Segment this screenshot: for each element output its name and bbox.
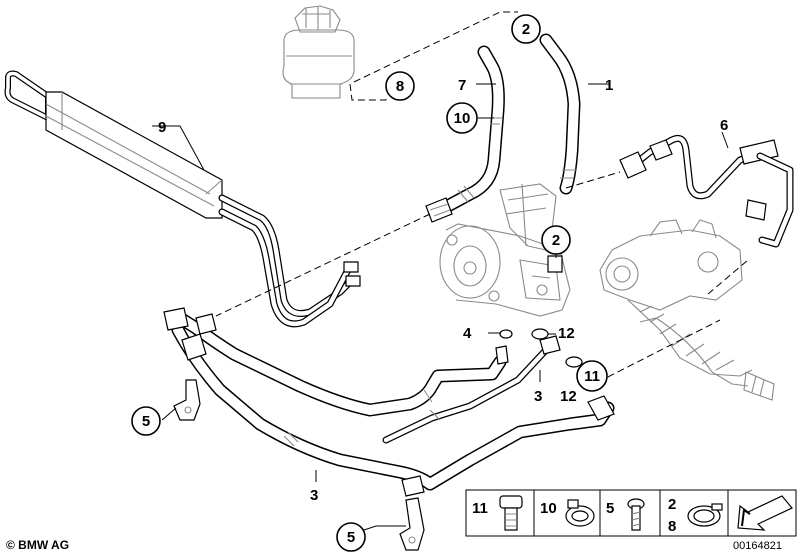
callout-1[interactable]: 1 [605,77,613,94]
copyright-label: © BMW AG [6,538,70,552]
dash-line-pump-cooler [215,213,431,317]
callout-12-lower[interactable]: 12 [560,388,577,405]
callout-10[interactable]: 10 [454,110,471,127]
oil-cooler[interactable] [4,70,361,328]
return-hose[interactable] [425,45,505,223]
bracket-lower[interactable] [399,497,425,551]
suction-hose[interactable] [539,33,581,195]
feed-line[interactable] [619,134,794,248]
callout-9[interactable]: 9 [158,119,166,136]
legend-label-2: 2 [668,496,676,513]
dash-line-rack-feed [707,259,749,295]
callout-6[interactable]: 6 [720,117,728,134]
callout-10-circle [446,102,478,134]
diagram-id-label: 00164821 [733,540,782,552]
dash-line-pump-feed [565,171,621,189]
callout-12-upper[interactable]: 12 [558,325,575,342]
legend-label-10: 10 [540,500,557,517]
banjo-bolt-icon[interactable] [499,495,523,531]
callout-8[interactable]: 8 [396,78,404,95]
seal-ring-12-upper[interactable] [531,328,549,340]
callout-3-upper[interactable]: 3 [534,388,542,405]
seal-ring-12-lower[interactable] [565,356,583,368]
reservoir-tank[interactable] [282,5,355,99]
leader-5-upper [161,407,177,421]
callout-2-pump-circle [541,225,571,255]
callout-5-upper-circle [131,406,161,436]
callout-8-circle [385,71,415,101]
bolt-icon[interactable] [627,498,645,531]
callout-5-upper[interactable]: 5 [142,413,150,430]
legend-label-11: 11 [472,500,488,517]
hose-clamp-icon[interactable] [565,499,595,527]
steering-pump[interactable] [439,183,571,317]
callout-2-pump[interactable]: 2 [552,232,560,249]
dash-line-8 [349,83,387,101]
callout-4[interactable]: 4 [463,325,472,342]
callout-5-lower-circle [336,522,366,552]
callout-2-top[interactable]: 2 [522,21,530,38]
pressure-hose-assembly[interactable] [163,307,615,497]
legend-label-8: 8 [668,518,676,535]
leader-9 [152,125,205,171]
callout-11[interactable]: 11 [584,368,600,385]
direction-arrow-icon [737,495,793,531]
callout-3-lower[interactable]: 3 [310,487,318,504]
callout-11-circle [576,360,608,392]
spring-clamp-icon[interactable] [687,503,723,527]
legend-label-5: 5 [606,500,614,517]
leader-6 [721,131,729,149]
callout-5-lower[interactable]: 5 [347,529,355,546]
callout-7[interactable]: 7 [458,77,466,94]
steering-rack[interactable] [599,219,775,401]
bracket-upper[interactable] [173,379,201,421]
washer-4[interactable] [499,329,513,339]
dash-line-11-rack [597,319,721,383]
parts-legend: 11 10 5 2 8 [465,489,797,537]
callout-2-top-circle [511,14,541,44]
